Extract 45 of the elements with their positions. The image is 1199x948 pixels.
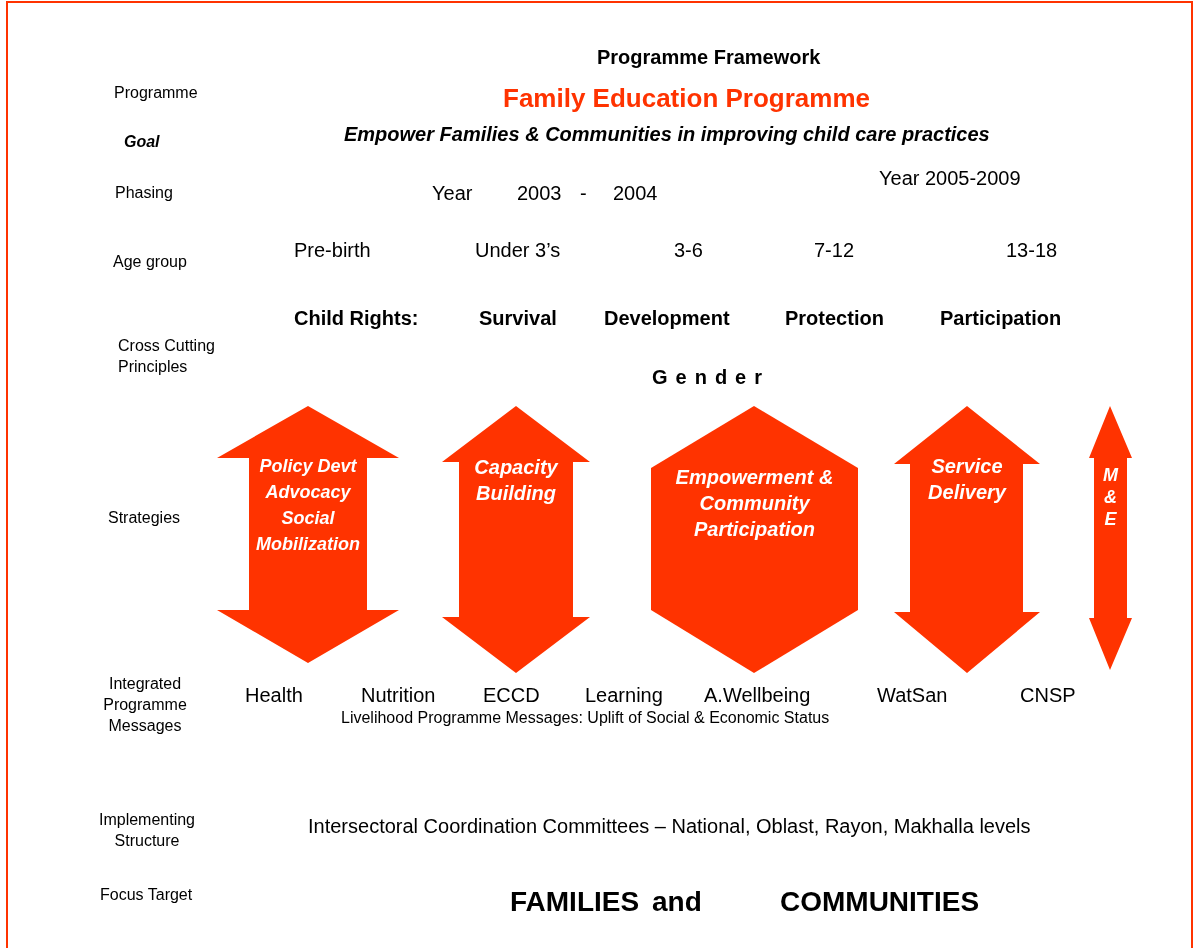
- message-text: Livelihood Programme Messages: Uplift of Social & Economic Status: [341, 708, 830, 728]
- strategy-text: Service Delivery: [927, 454, 1008, 505]
- message-text: A.Wellbeing: [704, 683, 811, 707]
- row-label: Phasing: [115, 183, 173, 203]
- phase-text: 2004: [613, 181, 658, 205]
- phase-text: Year 2005-2009: [879, 166, 1021, 190]
- message-text: Learning: [585, 683, 663, 707]
- age-group-text: 7-12: [814, 238, 855, 262]
- child-rights-text: Child Rights:: [294, 306, 419, 330]
- strategy-text: Empowerment & Community Participation: [674, 465, 835, 542]
- focus-text: and: [652, 885, 702, 919]
- programme-title: Family Education Programme: [503, 84, 870, 114]
- row-label: Programme: [114, 83, 198, 103]
- structure-text: Intersectoral Coordination Committees – National, Oblast, Rayon, Makhalla levels: [308, 814, 1031, 838]
- message-text: Health: [245, 683, 303, 707]
- row-label: Age group: [113, 252, 187, 272]
- phase-text: Year: [432, 181, 473, 205]
- phase-text: -: [580, 181, 587, 205]
- strategy-text: Capacity Building: [473, 455, 560, 506]
- message-text: WatSan: [877, 683, 948, 707]
- message-text: Nutrition: [361, 683, 436, 707]
- focus-text: FAMILIES: [510, 885, 640, 919]
- strategy-text: Policy Devt Advocacy Social Mobilization: [255, 455, 361, 556]
- strategy-text: M & E: [1102, 464, 1120, 530]
- row-label: Integrated Programme Messages: [102, 673, 188, 736]
- child-rights-text: Protection: [785, 306, 884, 330]
- child-rights-text: Participation: [940, 306, 1062, 330]
- row-label: Cross Cutting Principles: [118, 336, 216, 377]
- message-text: ECCD: [483, 683, 540, 707]
- age-group-text: Under 3’s: [475, 238, 561, 262]
- phase-text: 2003: [517, 181, 562, 205]
- goal-text: Empower Families & Communities in improving child care practices: [344, 122, 990, 146]
- age-group-text: Pre-birth: [294, 238, 371, 262]
- diagram-title: Programme Framework: [597, 45, 821, 69]
- child-rights-text: Survival: [479, 306, 557, 330]
- message-text: CNSP: [1020, 683, 1076, 707]
- row-label: Strategies: [108, 508, 181, 528]
- age-group-text: 13-18: [1006, 238, 1058, 262]
- age-group-text: 3-6: [674, 238, 703, 262]
- child-rights-text: Development: [604, 306, 730, 330]
- principle-text: Gender: [652, 365, 771, 389]
- row-label: Goal: [124, 132, 160, 152]
- row-label: Focus Target: [100, 885, 193, 905]
- row-label: Implementing Structure: [97, 810, 196, 851]
- focus-text: COMMUNITIES: [780, 885, 980, 919]
